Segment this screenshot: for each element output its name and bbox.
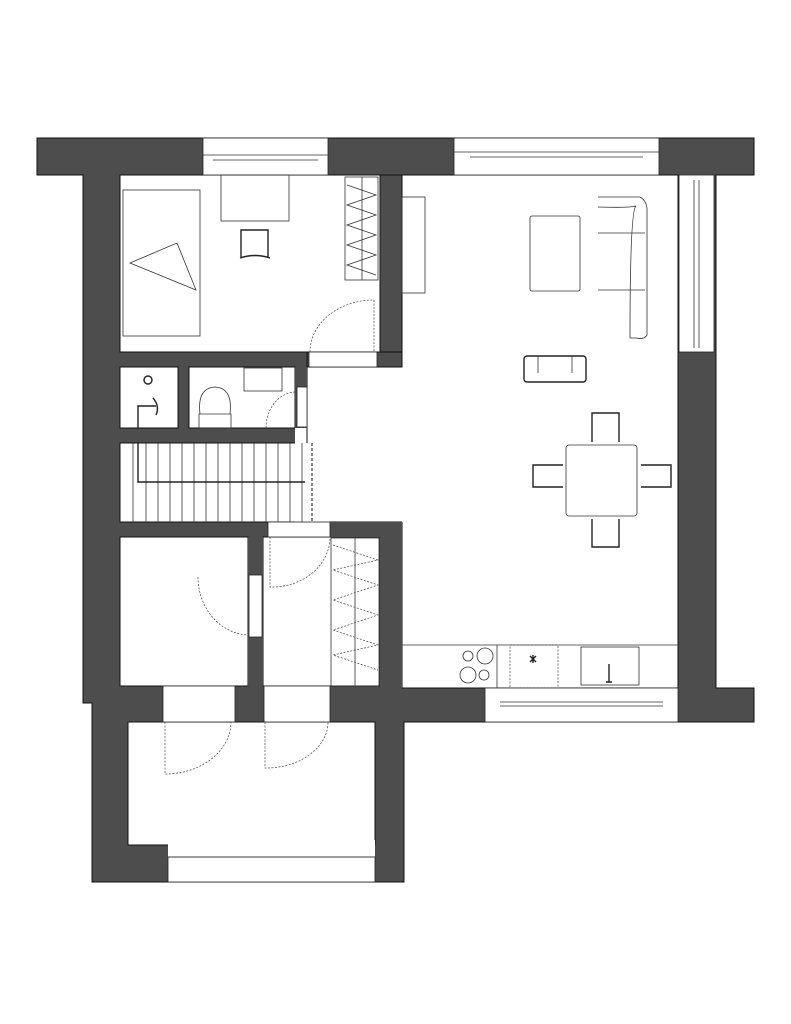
windows: [167, 137, 715, 883]
closet: [262, 536, 381, 687]
bedroom: [119, 174, 381, 353]
sink: [243, 367, 283, 392]
boiler-room: [119, 366, 179, 429]
kitchen-sink: [580, 646, 640, 686]
chair-icon: [591, 412, 620, 442]
rooms: [119, 174, 679, 857]
kitchen-counter: [402, 644, 678, 689]
dining-table: [565, 444, 638, 517]
chair-icon: [239, 229, 271, 259]
bathroom: [188, 366, 296, 429]
living-furniture: [523, 196, 672, 548]
wardrobe: [344, 176, 379, 281]
window: [678, 174, 715, 353]
toilet: [198, 386, 232, 429]
hob-burner: [459, 666, 477, 684]
window: [484, 687, 679, 723]
hall: [295, 352, 405, 523]
chair-icon: [641, 464, 672, 488]
doors: [162, 299, 378, 775]
window: [202, 137, 329, 176]
asterisk-icon: [529, 655, 537, 663]
stairs: [132, 442, 305, 522]
living-dining-kitchen: [401, 174, 679, 689]
armchair: [523, 355, 587, 383]
bedroom-furniture: [122, 174, 426, 337]
chair-icon: [591, 519, 620, 548]
window: [453, 137, 660, 176]
hob-burner: [478, 669, 490, 681]
door-swing: [309, 299, 375, 353]
hob-burner: [476, 647, 494, 665]
desk: [220, 174, 290, 222]
bed: [122, 189, 201, 337]
stair-direction-arrow: [137, 442, 305, 483]
closet-shelves: [330, 537, 380, 687]
boiler-icon: [143, 375, 153, 385]
chair-icon: [532, 464, 563, 488]
vestibule: [127, 721, 376, 846]
faucet-icon: [606, 664, 612, 683]
hob-burner: [462, 650, 474, 662]
coffee-table: [529, 215, 581, 292]
sofa: [597, 196, 648, 339]
window: [167, 856, 376, 883]
room: [119, 536, 249, 687]
service-fixtures: [137, 367, 283, 429]
